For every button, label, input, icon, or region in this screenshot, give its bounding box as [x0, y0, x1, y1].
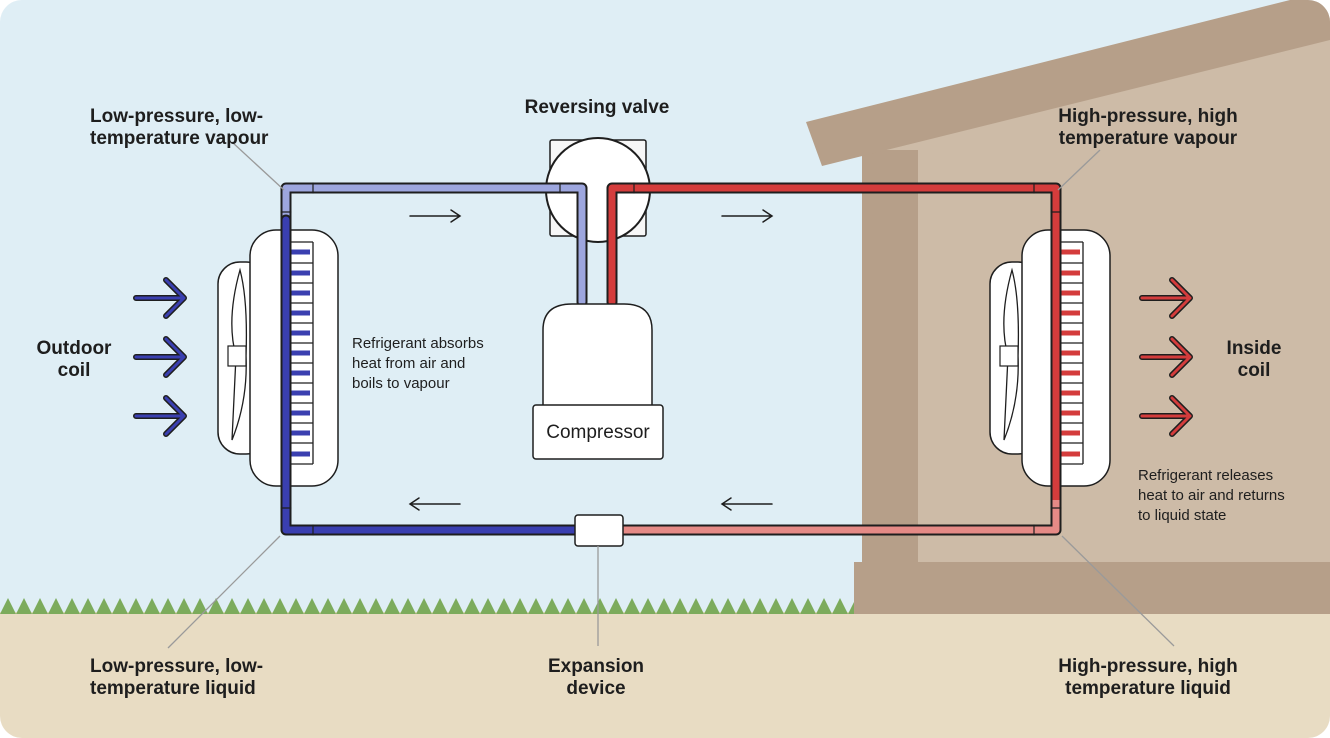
- top-left-label-line1: Low-pressure, low-: [90, 106, 263, 127]
- outdoor-coil-label-line2: coil: [58, 360, 91, 381]
- releases-text-line2: heat to air and returns: [1138, 487, 1285, 504]
- inside-coil-unit: [989, 220, 1111, 500]
- air-arrow-icon: [133, 277, 187, 319]
- flow-arrow-icon: [408, 497, 461, 511]
- outdoor-coil-unit: [217, 220, 339, 500]
- inside-coil-body: [1021, 229, 1111, 487]
- reversing-valve: [545, 137, 651, 243]
- air-arrow-icon: [133, 395, 187, 437]
- outdoor-air-arrows: [133, 277, 187, 437]
- top-left-label-line2: temperature vapour: [90, 128, 269, 149]
- flow-arrow-icon: [721, 209, 774, 223]
- flow-arrows: [408, 209, 774, 511]
- absorbs-text-line1: Refrigerant absorbs: [352, 335, 484, 352]
- house-shadow: [862, 150, 918, 562]
- flow-arrow-icon: [720, 497, 773, 511]
- expansion-label-line1: Expansion: [548, 656, 644, 677]
- outdoor-coil-label-line1: Outdoor: [37, 338, 113, 359]
- expansion-label-line2: device: [566, 678, 625, 699]
- compressor: Compressor: [532, 303, 664, 460]
- house-foundation: [854, 562, 1330, 614]
- outdoor-coil-body: [249, 229, 339, 487]
- inside-coil-label-line2: coil: [1238, 360, 1271, 381]
- bottom-left-label-line1: Low-pressure, low-: [90, 656, 263, 677]
- house-roof: [806, 0, 1330, 166]
- compressor-label: Compressor: [546, 422, 650, 443]
- air-arrow-icon: [1139, 336, 1193, 378]
- leader-lines: [167, 141, 1175, 649]
- air-arrow-icon: [1139, 277, 1193, 319]
- air-arrow-icon: [133, 336, 187, 378]
- top-right-label-line2: temperature vapour: [1059, 128, 1238, 149]
- bottom-right-label-line1: High-pressure, high: [1058, 656, 1237, 677]
- absorbs-text-line3: boils to vapour: [352, 375, 450, 392]
- releases-text-line3: to liquid state: [1138, 507, 1226, 524]
- ground: [0, 612, 1330, 738]
- grass: [0, 596, 860, 614]
- inside-coil-label-line1: Inside: [1227, 338, 1282, 359]
- expansion-device: [574, 514, 624, 547]
- air-arrow-icon: [1139, 395, 1193, 437]
- absorbs-text-line2: heat from air and: [352, 355, 465, 372]
- flow-arrow-icon: [409, 209, 462, 223]
- inside-air-arrows: [1139, 277, 1193, 437]
- bottom-left-label-line2: temperature liquid: [90, 678, 256, 699]
- top-right-label-line1: High-pressure, high: [1058, 106, 1237, 127]
- reversing-valve-label: Reversing valve: [525, 97, 670, 118]
- bottom-right-label-line2: temperature liquid: [1065, 678, 1231, 699]
- releases-text-line1: Refrigerant releases: [1138, 467, 1273, 484]
